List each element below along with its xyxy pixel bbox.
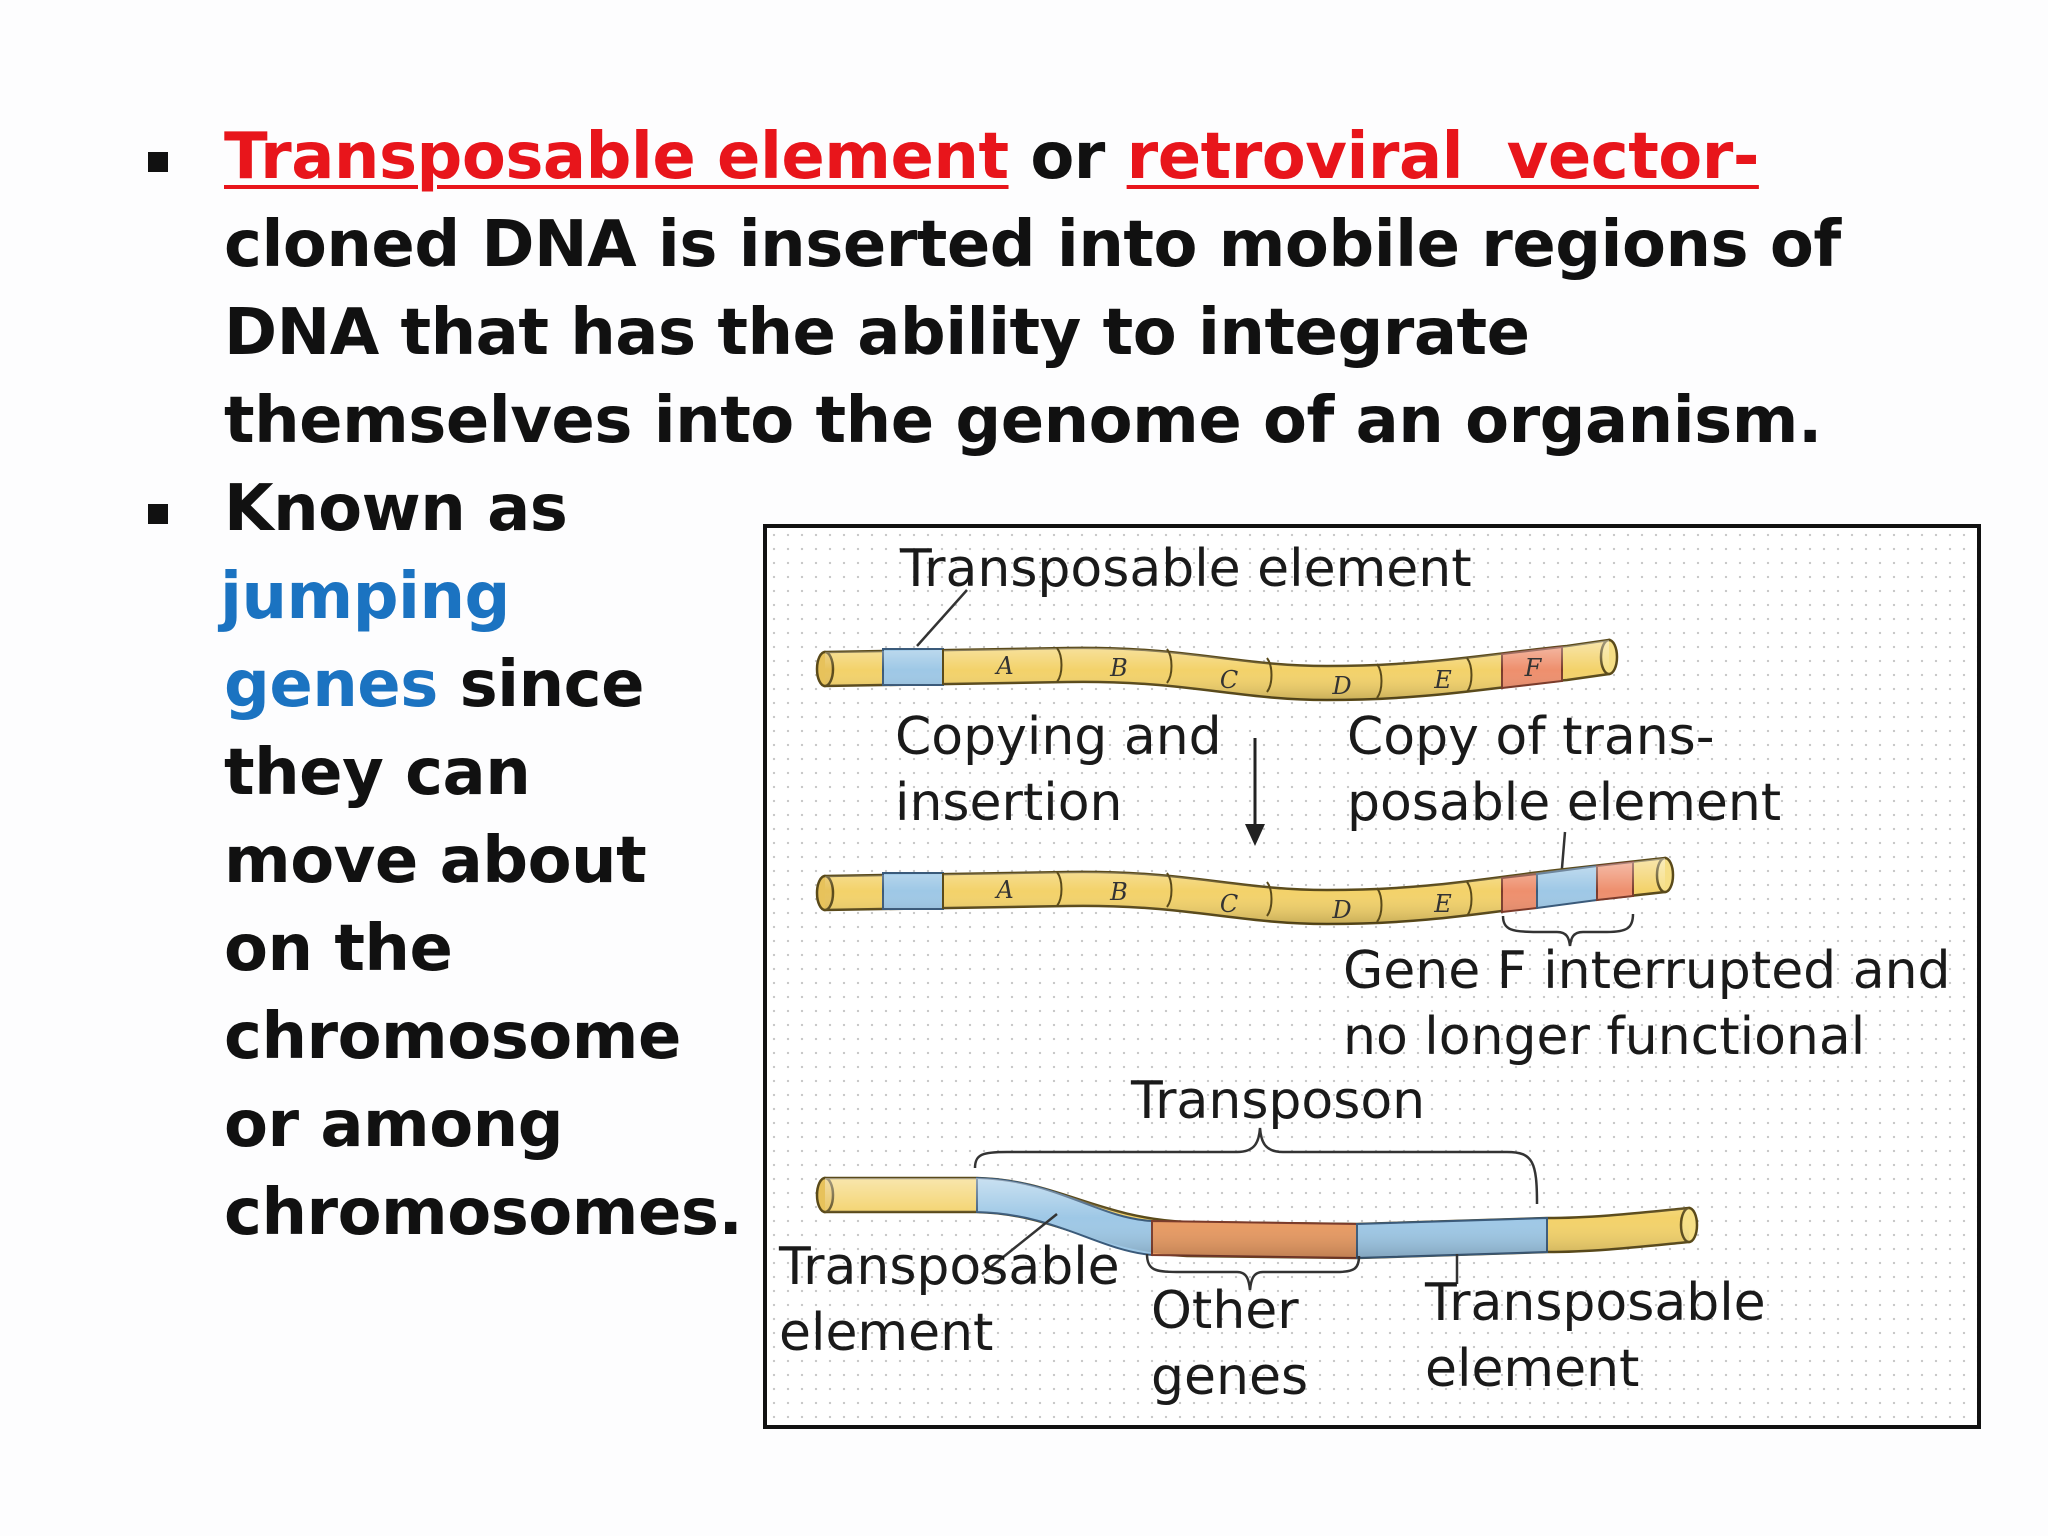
gene-label-row1-2: C <box>1220 666 1238 694</box>
bullet-marker-2 <box>148 504 168 524</box>
label-insertion: insertion <box>895 773 1122 833</box>
bullet-2: Known as jumping genes since they can mo… <box>220 472 764 1272</box>
transposon-figure: A B C D E F Transposable element Copying… <box>763 524 1981 1429</box>
bullet-1-line-3: DNA that has the ability to integrate <box>224 296 1530 370</box>
label-transposable-left-1: Transposable <box>778 1237 1120 1297</box>
bullet-2-since: since <box>437 648 645 722</box>
highlight-genes: genes <box>224 648 438 722</box>
label-other: Other <box>1151 1281 1299 1341</box>
chromosome-row-1: A B C D E F <box>815 638 1619 702</box>
transposon-diagram: A B C D E F Transposable element Copying… <box>778 539 1951 1407</box>
gene-label-row1-0: A <box>994 652 1013 680</box>
bullet-marker-1 <box>148 152 168 172</box>
bullet-2-line-5: move about <box>224 824 647 898</box>
gene-label-row1-5: F <box>1524 654 1543 682</box>
other-genes-brace <box>1145 1253 1361 1291</box>
label-transposable-right-1: Transposable <box>1424 1273 1766 1333</box>
gene-label-row1-4: E <box>1433 666 1452 694</box>
copy-arrow-head <box>1245 824 1265 846</box>
bullet-1: Transposable element or retroviral vecto… <box>224 120 2004 480</box>
pointer-line-top <box>916 589 968 647</box>
bullet-1-line-4: themselves into the genome of an organis… <box>224 384 1822 458</box>
label-gene-f-interrupted: Gene F interrupted and <box>1343 941 1951 1001</box>
term-transposable-element: Transposable element <box>224 120 1009 194</box>
gene-label-row2-1: B <box>1109 878 1128 906</box>
gene-label-row2-3: D <box>1331 896 1351 924</box>
bullet-2-line-4: they can <box>224 736 531 810</box>
label-genes: genes <box>1151 1347 1308 1407</box>
bullet-2-line-6: on the <box>224 912 453 986</box>
bullet-2-line-7: chromosome <box>224 1000 681 1074</box>
highlight-jumping: jumping <box>220 560 510 634</box>
label-transposable-element-top: Transposable element <box>899 539 1472 599</box>
gene-label-row1-3: D <box>1331 672 1351 700</box>
label-no-longer-functional: no longer functional <box>1343 1007 1865 1067</box>
gene-label-row2-4: E <box>1433 890 1452 918</box>
term-retroviral-vector: retroviral vector- <box>1126 120 1760 194</box>
label-transposable-left-2: element <box>779 1303 993 1363</box>
label-copying-and: Copying and <box>895 707 1222 767</box>
gene-f-brace <box>1501 913 1635 947</box>
pointer-line-te-left <box>981 1213 1058 1275</box>
bullet-2-line-1: Known as <box>224 472 568 546</box>
bullet-2-line-8: or among <box>224 1088 564 1162</box>
chromosome-row-3 <box>815 1176 1699 1260</box>
label-transposable-right-2: element <box>1425 1339 1639 1399</box>
term-joiner: or <box>1008 120 1127 194</box>
label-posable-element: posable element <box>1347 773 1781 833</box>
label-copy-of-trans: Copy of trans- <box>1347 707 1715 767</box>
gene-label-row2-0: A <box>994 876 1013 904</box>
bullet-2-line-9: chromosomes. <box>224 1176 743 1250</box>
gene-label-row1-1: B <box>1109 654 1128 682</box>
transposon-brace <box>973 1127 1539 1205</box>
label-transposon: Transposon <box>1130 1071 1425 1131</box>
gene-label-row2-2: C <box>1220 890 1238 918</box>
chromosome-row-2: A B C D E <box>815 856 1675 926</box>
bullet-1-line-2: cloned DNA is inserted into mobile regio… <box>224 208 1841 282</box>
